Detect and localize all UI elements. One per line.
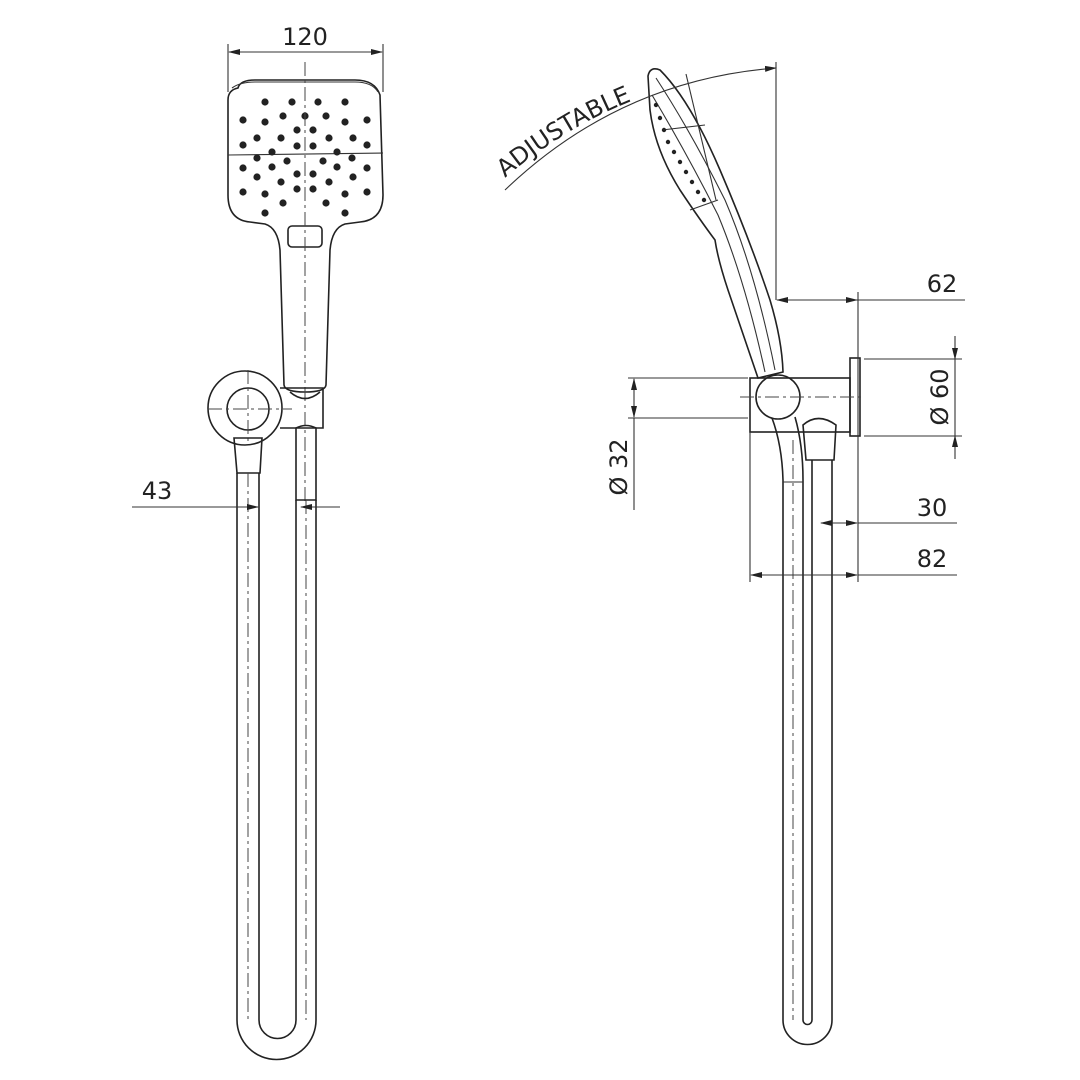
shower-head-front [227, 79, 384, 393]
nozzle-dot [268, 148, 276, 156]
nozzle-dot [341, 118, 349, 126]
wall-bracket-side [740, 357, 862, 437]
shower-head-side [647, 68, 784, 379]
dimension-120: 120 [227, 23, 384, 92]
nozzle-dot [333, 163, 341, 171]
nozzle-dot [349, 134, 357, 142]
dimension-label-82: 82 [917, 545, 948, 573]
nozzle-dot [279, 199, 287, 207]
spray-nozzles-side [653, 102, 707, 203]
nozzle-dot [363, 116, 371, 124]
nozzle-dot [261, 209, 269, 217]
nozzle-dot [293, 185, 301, 193]
nozzle-dot [253, 134, 261, 142]
nozzle-dot [322, 112, 330, 120]
nozzle-dot [293, 126, 301, 134]
nozzle-dot [322, 199, 330, 207]
nozzle-dot [309, 126, 317, 134]
dimension-label-120: 120 [282, 23, 328, 51]
nozzle-dot [325, 178, 333, 186]
nozzle-dot-side [657, 115, 663, 121]
nozzle-dot [293, 142, 301, 150]
nozzle-dot [309, 142, 317, 150]
dimension-label-diameter-60: Ø 60 [926, 368, 954, 425]
nozzle-dot [239, 116, 247, 124]
hose-side [771, 416, 837, 1046]
nozzle-dot [349, 173, 357, 181]
side-view: ADJUSTABLE 62 Ø 60 Ø 32 [491, 62, 965, 1046]
nozzle-dot [277, 134, 285, 142]
nozzle-dot [363, 141, 371, 149]
nozzle-dot [277, 178, 285, 186]
adjustable-label: ADJUSTABLE [491, 81, 634, 183]
dimension-label-diameter-32: Ø 32 [605, 438, 633, 495]
nozzle-dot [363, 188, 371, 196]
dimension-62: 62 [776, 270, 965, 582]
dimension-label-43: 43 [142, 477, 173, 505]
nozzle-dot [279, 112, 287, 120]
nozzle-dot [341, 209, 349, 217]
dimension-label-62: 62 [927, 270, 958, 298]
nozzle-dot-side [671, 149, 677, 155]
dimension-label-30: 30 [917, 494, 948, 522]
nozzle-dot [341, 98, 349, 106]
dimension-43: 43 [132, 477, 340, 510]
dimension-82: 82 [749, 432, 957, 582]
dimension-diameter-60: Ø 60 [864, 336, 962, 459]
nozzle-dot [288, 98, 296, 106]
nozzle-dot [253, 173, 261, 181]
nozzle-dot-side [665, 139, 671, 145]
nozzle-dot-side [677, 159, 683, 165]
nozzle-dot [283, 157, 291, 165]
nozzle-dot [325, 134, 333, 142]
nozzle-dot [239, 188, 247, 196]
nozzle-dot-side [701, 197, 707, 203]
front-view: 120 43 [132, 23, 384, 1061]
nozzle-dot [261, 190, 269, 198]
hose-front [236, 473, 317, 1061]
spray-nozzles [239, 98, 371, 217]
nozzle-dot [314, 98, 322, 106]
nozzle-dot [239, 164, 247, 172]
dimension-adjustable: ADJUSTABLE [491, 62, 777, 300]
nozzle-dot [261, 98, 269, 106]
nozzle-dot [293, 170, 301, 178]
nozzle-dot-side [661, 127, 667, 133]
wall-bracket-front [207, 370, 324, 501]
nozzle-dot [261, 118, 269, 126]
nozzle-dot [253, 154, 261, 162]
nozzle-dot [309, 170, 317, 178]
nozzle-dot [319, 157, 327, 165]
nozzle-dot-side [695, 189, 701, 195]
dimension-diameter-32: Ø 32 [605, 377, 748, 510]
nozzle-dot [239, 141, 247, 149]
nozzle-dot [309, 185, 317, 193]
nozzle-dot [333, 148, 341, 156]
nozzle-dot [341, 190, 349, 198]
nozzle-dot-side [653, 102, 659, 108]
nozzle-dot-side [683, 169, 689, 175]
nozzle-dot-side [689, 179, 695, 185]
nozzle-dot [268, 163, 276, 171]
nozzle-dot [363, 164, 371, 172]
dimension-30: 30 [820, 494, 957, 526]
nozzle-dot [348, 154, 356, 162]
